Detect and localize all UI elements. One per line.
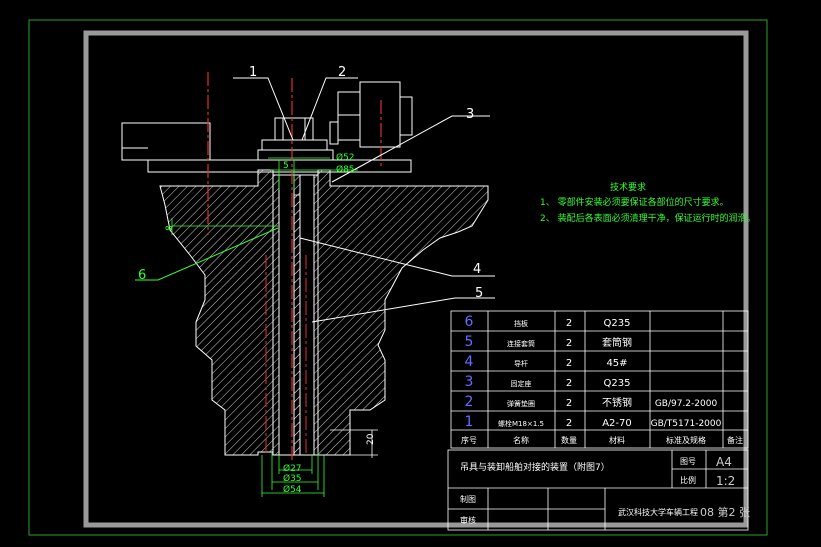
bolt-head xyxy=(274,117,314,141)
sheet-outer-border xyxy=(28,19,768,536)
parts-row-material: Q235 xyxy=(604,318,631,329)
parts-header-cell: 材料 xyxy=(609,435,625,445)
technical-notes: 技术要求 1、 零部件安装必须要保证各部位的尺寸要求。 2、 装配后各表面必须清… xyxy=(540,181,756,224)
callout-1: 1 xyxy=(249,65,257,80)
flange-ring xyxy=(257,149,334,161)
parts-row-name: 螺栓M18×1.5 xyxy=(498,419,544,428)
left-bracket xyxy=(121,122,211,161)
parts-row-qty: 2 xyxy=(566,418,572,429)
title-block-scale-value: 1:2 xyxy=(716,474,735,488)
title-block-title: 吊具与装卸船舶对接的装置（附图7） xyxy=(460,461,610,473)
title-block-sheet-label: 图号 xyxy=(680,457,696,466)
parts-header-cell: 备注 xyxy=(727,435,743,445)
housing-left-hatch xyxy=(159,169,274,456)
parts-row-standard: GB/T5171-2000 xyxy=(651,419,722,429)
parts-row-no: 5 xyxy=(465,334,474,350)
notes-item-2: 2、 装配后各表面必须清理干净，保证运行时的润滑。 xyxy=(540,212,756,224)
parts-row-name: 连接套筒 xyxy=(507,339,535,348)
dim-d35: Ø35 xyxy=(283,473,302,484)
callout-5: 5 xyxy=(475,286,483,301)
callout-leaders xyxy=(233,77,495,323)
parts-row-qty: 2 xyxy=(566,318,572,329)
dimension-lines xyxy=(171,157,358,497)
parts-row-name: 弹簧垫圈 xyxy=(507,399,535,408)
guide-rod xyxy=(293,194,301,456)
parts-header-cell: 数量 xyxy=(561,435,577,445)
sheet-inner-border xyxy=(83,30,749,528)
parts-row-name: 导杆 xyxy=(514,359,528,368)
parts-row-no: 6 xyxy=(465,314,474,330)
title-block: 吊具与装卸船舶对接的装置（附图7） 图号 A4 比例 1:2 制图 审核 武汉科… xyxy=(447,449,750,531)
callout-4: 4 xyxy=(473,262,481,277)
callout-leader-6 xyxy=(135,227,279,281)
parts-row-name: 固定座 xyxy=(511,379,532,388)
dim-d85: Ø85 xyxy=(336,164,355,175)
parts-row-material: A2-70 xyxy=(602,418,632,429)
parts-row-no: 1 xyxy=(465,414,474,430)
parts-header-cell: 序号 xyxy=(461,435,477,445)
title-block-designer-label: 制图 xyxy=(460,494,476,504)
motor-end-cap xyxy=(337,91,361,141)
parts-row-material: Q235 xyxy=(604,378,631,389)
flange-collar xyxy=(261,139,328,151)
parts-row-no: 3 xyxy=(465,374,474,390)
parts-row-no: 2 xyxy=(465,394,474,410)
parts-header-cell: 标准及规格 xyxy=(666,435,706,445)
parts-row-material: 不锈钢 xyxy=(602,396,632,409)
dim-d54: Ø54 xyxy=(283,484,302,495)
assembly-section-view: 1 2 3 4 5 6 Ø52 Ø85 xyxy=(121,65,495,497)
title-block-sheet-value: A4 xyxy=(716,455,732,469)
parts-row-qty: 2 xyxy=(566,378,572,389)
parts-row-material: 套筒钢 xyxy=(602,336,632,349)
parts-row-qty: 2 xyxy=(566,358,572,369)
parts-row-no: 4 xyxy=(465,354,474,370)
title-block-checker-label: 审核 xyxy=(460,515,476,525)
parts-header-cell: 名称 xyxy=(513,435,529,445)
dim-8: 8 xyxy=(165,225,175,231)
callout-3: 3 xyxy=(466,107,474,122)
motor-shaft-end xyxy=(399,96,413,136)
callout-2: 2 xyxy=(338,65,346,80)
dim-20: 20 xyxy=(366,433,376,445)
motor-body xyxy=(359,81,401,148)
parts-row-qty: 2 xyxy=(566,338,572,349)
title-block-org: 武汉科技大学车辆工程 xyxy=(618,507,698,517)
housing-right-hatch xyxy=(317,169,489,456)
parts-row-name: 挡板 xyxy=(514,319,528,328)
dim-5: 5 xyxy=(283,161,289,171)
parts-row-standard: GB/97.2-2000 xyxy=(655,399,718,409)
parts-row-qty: 2 xyxy=(566,398,572,409)
parts-row-material: 45# xyxy=(606,358,627,369)
callout-6: 6 xyxy=(138,268,146,283)
dim-d27: Ø27 xyxy=(283,463,302,474)
title-block-drawing-no: 08 第2 张 xyxy=(700,505,750,519)
notes-item-1: 1、 零部件安装必须要保证各部位的尺寸要求。 xyxy=(540,196,729,208)
dim-d52: Ø52 xyxy=(336,152,355,163)
notes-title: 技术要求 xyxy=(610,181,646,193)
title-block-scale-label: 比例 xyxy=(680,475,696,485)
shaft-bore-right xyxy=(299,174,315,456)
